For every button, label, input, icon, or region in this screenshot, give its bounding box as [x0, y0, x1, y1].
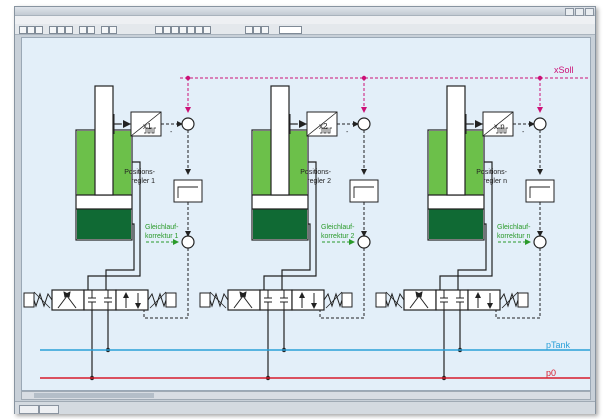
- grid-icon[interactable]: [203, 26, 211, 34]
- controller-label-2b: regler 2: [307, 178, 331, 185]
- controller-label-nb: regler n: [483, 178, 507, 185]
- title-bar: [15, 7, 595, 16]
- controller-label-na: Positions-: [476, 169, 507, 176]
- menu-bar: [15, 16, 595, 24]
- correction-label-2b: korrektur 2: [321, 233, 355, 240]
- sensor-label-1: x1: [143, 122, 152, 131]
- connect-tool-icon[interactable]: [187, 26, 195, 34]
- line-tool-icon[interactable]: [163, 26, 171, 34]
- paste-icon[interactable]: [65, 26, 73, 34]
- sensor-label-2: x2: [319, 122, 328, 131]
- correction-label-1a: Gleichlauf-: [145, 224, 179, 231]
- correction-label-1b: korrektur 1: [145, 233, 179, 240]
- measure-tool-icon[interactable]: [195, 26, 203, 34]
- cut-icon[interactable]: [49, 26, 57, 34]
- xsoll-label: xSoll: [554, 65, 574, 75]
- controller-label-1b: regler 1: [131, 178, 155, 185]
- cylinder-unit-1: x1 Positions- regler 1 Gleichlauf- korre…: [24, 76, 202, 380]
- sheet-tab-1[interactable]: [19, 405, 39, 414]
- zoom-select[interactable]: [279, 26, 302, 34]
- zoom-in-icon[interactable]: [101, 26, 109, 34]
- select-tool-icon[interactable]: [155, 26, 163, 34]
- sheet-tab-2[interactable]: [39, 405, 59, 414]
- controller-label-2a: Positions-: [300, 169, 331, 176]
- open-file-icon[interactable]: [27, 26, 35, 34]
- play-icon[interactable]: [245, 26, 253, 34]
- cylinder-unit-n: x n Positions- regler n Gleichlauf- korr…: [376, 76, 554, 380]
- toolbar: [15, 24, 595, 35]
- controller-label-1a: Positions-: [124, 169, 155, 176]
- scrollbar-thumb[interactable]: [34, 393, 154, 398]
- correction-label-na: Gleichlauf-: [497, 224, 531, 231]
- ptank-label: pTank: [546, 340, 571, 350]
- stop-icon[interactable]: [261, 26, 269, 34]
- redo-icon[interactable]: [87, 26, 95, 34]
- new-file-icon[interactable]: [19, 26, 27, 34]
- maximize-button[interactable]: [575, 8, 584, 16]
- p0-label: p0: [546, 368, 556, 378]
- save-icon[interactable]: [35, 26, 43, 34]
- status-bar: [15, 401, 595, 414]
- app-window: -: [14, 6, 596, 414]
- text-tool-icon[interactable]: [179, 26, 187, 34]
- copy-icon[interactable]: [57, 26, 65, 34]
- minimize-button[interactable]: [565, 8, 574, 16]
- close-button[interactable]: [585, 8, 594, 16]
- cylinder-unit-2: x2 Positions- regler 2 Gleichlauf- korre…: [200, 76, 378, 380]
- pause-icon[interactable]: [253, 26, 261, 34]
- schematic-canvas: -: [21, 37, 591, 391]
- zoom-out-icon[interactable]: [109, 26, 117, 34]
- correction-label-2a: Gleichlauf-: [321, 224, 355, 231]
- rect-tool-icon[interactable]: [171, 26, 179, 34]
- hydraulic-schematic: -: [22, 65, 590, 390]
- undo-icon[interactable]: [79, 26, 87, 34]
- sensor-label-n: x n: [494, 122, 505, 131]
- correction-label-nb: korrektur n: [497, 233, 531, 240]
- horizontal-scrollbar[interactable]: [21, 391, 591, 400]
